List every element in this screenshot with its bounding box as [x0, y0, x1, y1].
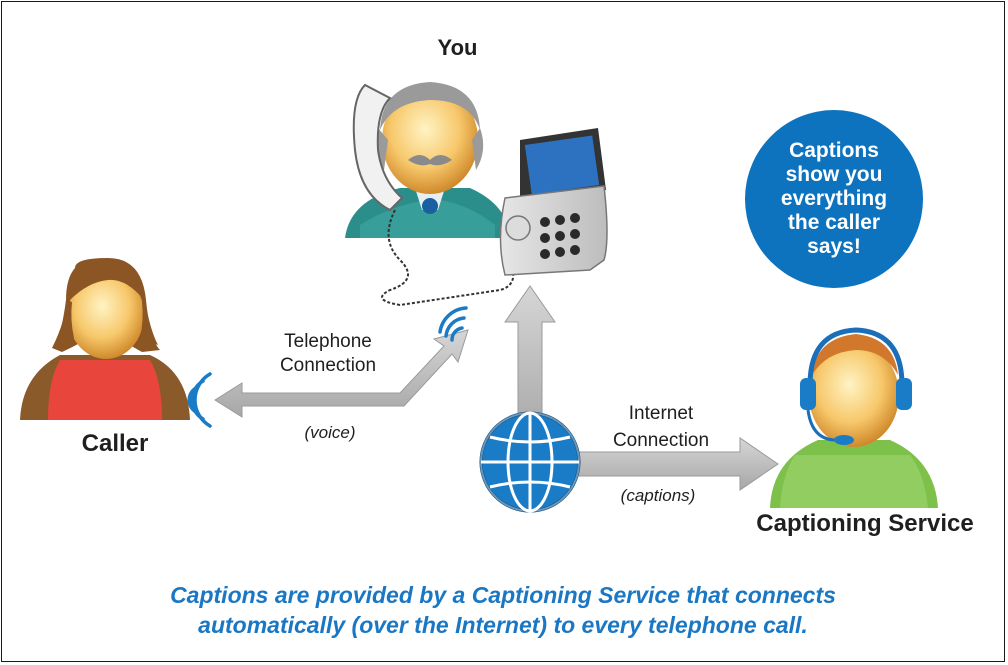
captioned-phone-device-icon: [499, 128, 608, 276]
signal-waves-icon: [187, 372, 212, 428]
captions-callout-text: Captions show you everything the caller …: [780, 139, 888, 258]
footer-caption: Captions are provided by a Captioning Se…: [0, 580, 1006, 640]
voice-label: (voice): [304, 423, 356, 442]
telephone-connection-arrow: [214, 329, 469, 418]
captions-label: (captions): [620, 486, 696, 505]
captioning-agent-icon: [770, 327, 938, 508]
internet-connection-label: Internet Connection: [612, 403, 710, 451]
globe-icon: [479, 411, 581, 513]
captioning-service-label: Captioning Service: [756, 510, 974, 537]
internet-right-arrow: [574, 437, 779, 491]
telephone-connection-label: Telephone Connection: [279, 331, 377, 376]
person-with-phone-icon: [345, 82, 515, 307]
footer-line-2: automatically (over the Internet) to eve…: [198, 612, 808, 638]
footer-line-1: Captions are provided by a Captioning Se…: [170, 582, 836, 608]
caller-person-icon: [20, 258, 190, 420]
signal-waves-icon: [438, 306, 468, 342]
caller-label: Caller: [81, 430, 149, 457]
you-label: You: [437, 35, 478, 60]
captions-callout-bubble: Captions show you everything the caller …: [745, 110, 923, 288]
